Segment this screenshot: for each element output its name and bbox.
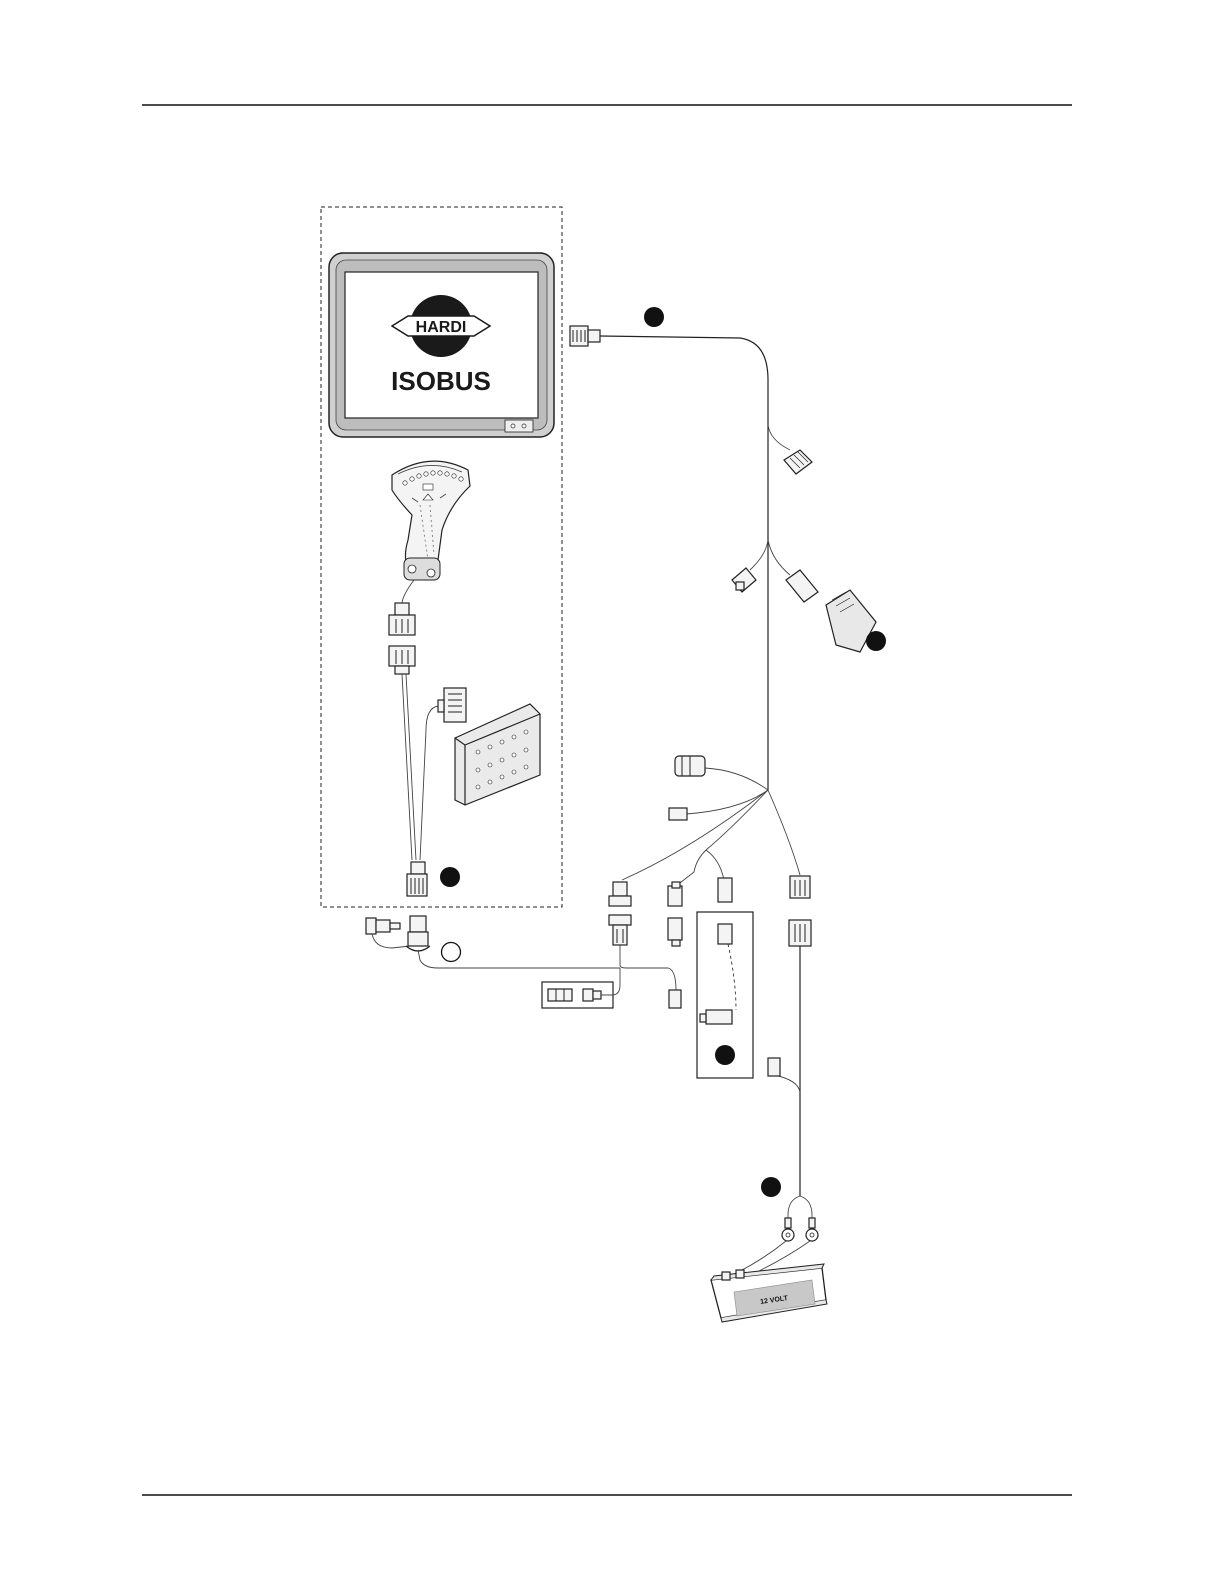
control-connector-top [718,878,732,902]
small-flat-connector [669,808,687,820]
relay-connector-lower [669,990,681,1008]
callout-1 [644,307,664,327]
switch-box-connector [438,688,466,722]
relay-connector-top [668,882,682,906]
terminal-button-panel [505,420,533,432]
hardi-logo-text: HARDI [416,319,467,336]
cab-isobus-plug [407,862,427,896]
callout-2 [866,631,886,651]
mid-left-connector [732,568,756,592]
fuse-holder [768,1058,780,1076]
callout-3 [440,867,460,887]
callout-4 [442,943,461,962]
battery-terminal-negative [782,1218,794,1241]
battery-12v: 12 VOLT [711,1264,827,1322]
terminal-button-right [522,424,526,428]
relay-connector-bottom [668,918,682,946]
mid-right-connector [786,570,818,602]
socket-plug-bottom [609,915,631,945]
socket-plug-top [609,882,631,906]
terminal-title: ISOBUS [391,366,491,396]
grip-connector-female [389,646,415,674]
grip-connector-male [389,603,415,635]
terminal-harness-connector [570,326,600,346]
isobus-extension-plug [406,916,430,951]
switch-box [455,704,540,805]
terminal-button-left [511,424,515,428]
power-connector-top [790,876,810,898]
control-connector-inner [718,924,732,944]
callout-5 [715,1045,735,1065]
callout-6 [761,1177,781,1197]
main-trunk-cable [600,336,768,790]
power-connector-bottom [789,920,811,946]
sensor-plug-left [366,918,400,934]
battery-terminal-positive [806,1218,818,1241]
upper-branch-connector [784,450,812,474]
speed-sensor-connector [675,756,705,776]
isobus-terminal: HARDI ISOBUS [329,253,554,437]
joystick-grip [392,461,470,580]
